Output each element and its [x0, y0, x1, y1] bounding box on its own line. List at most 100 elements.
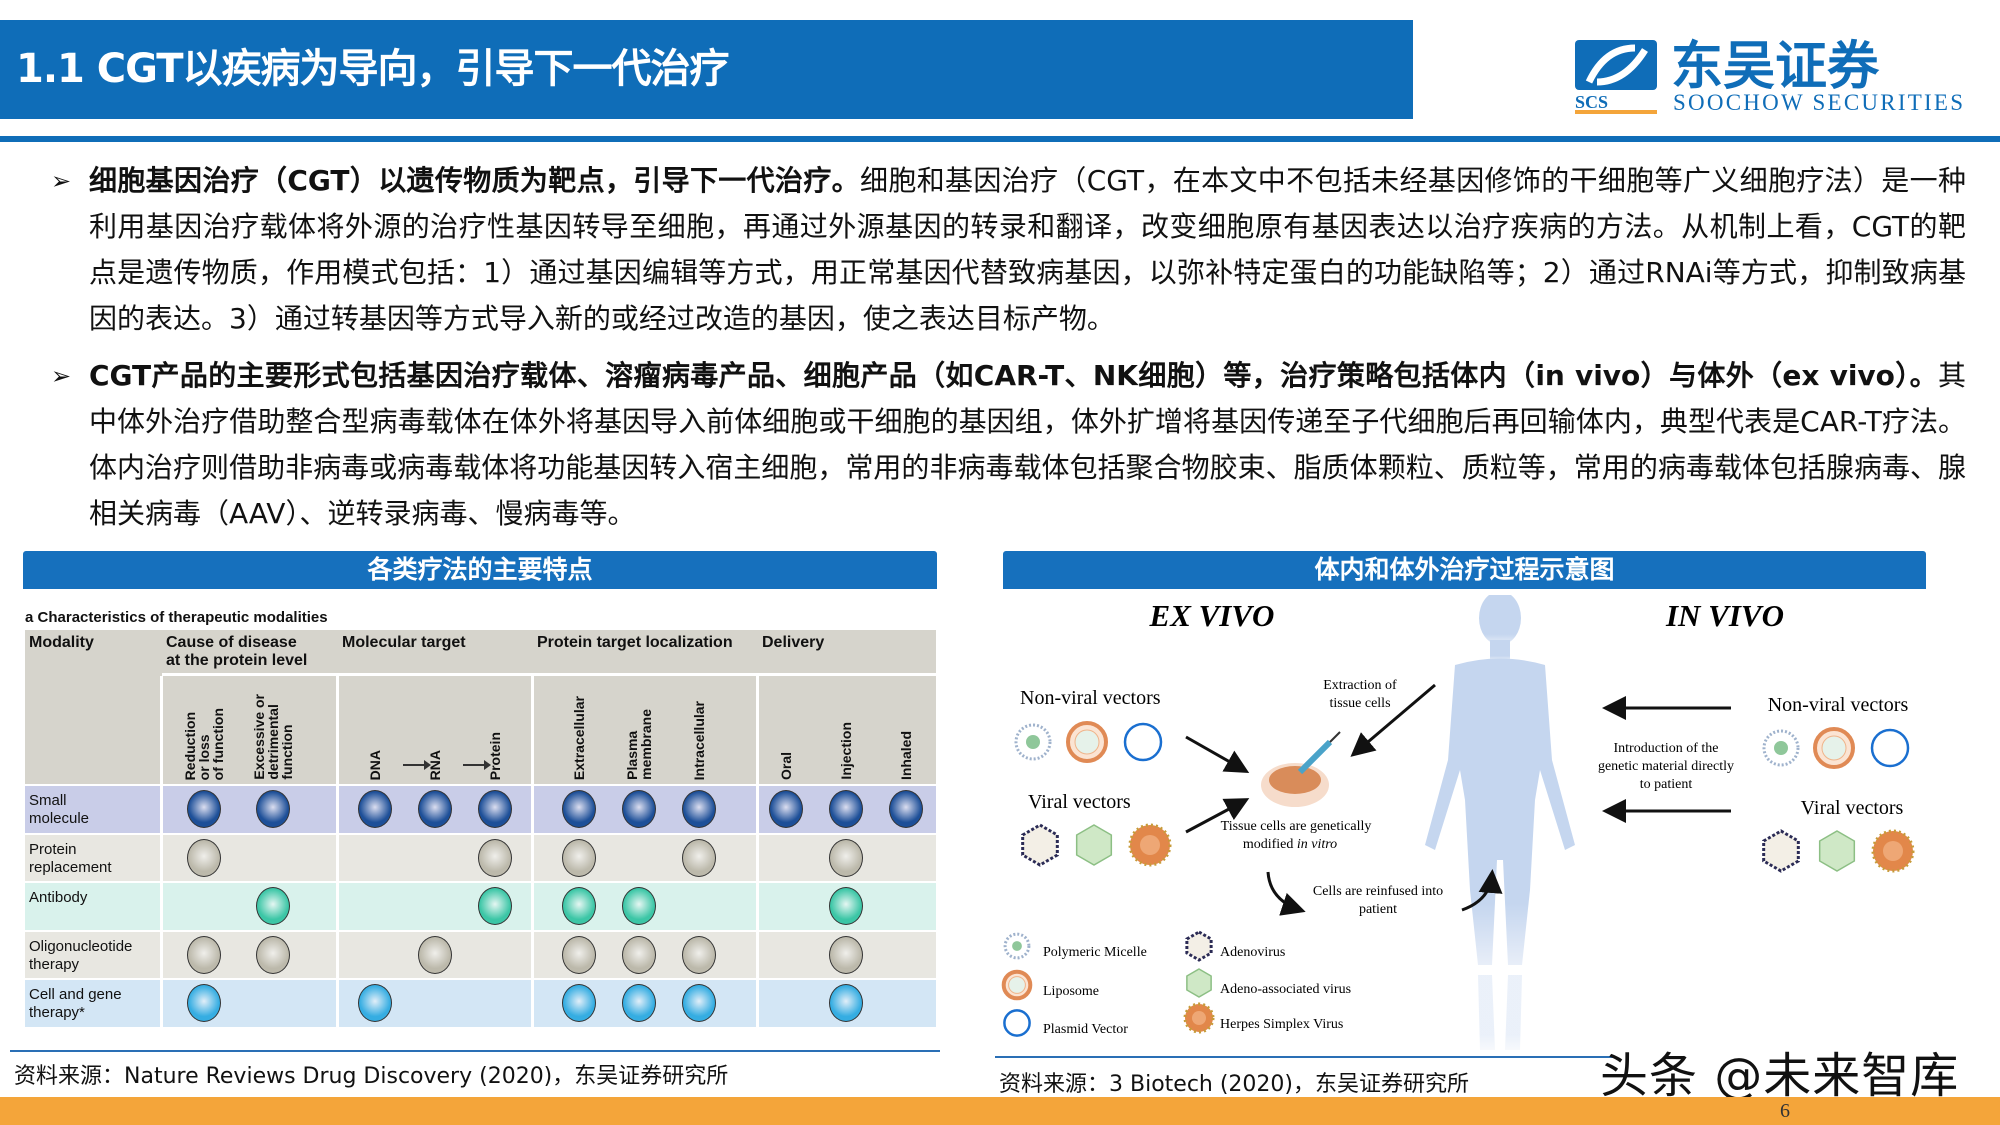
characteristic-dot [562, 838, 596, 877]
header-rule [0, 136, 2000, 142]
svg-text:Herpes Simplex Virus: Herpes Simplex Virus [1220, 1017, 1343, 1032]
column-separator [336, 676, 339, 784]
subcolumn-header: Extracellular [571, 695, 587, 780]
paragraph-2: ➢ CGT产品的主要形式包括基因治疗载体、溶瘤病毒产品、细胞产品（如CAR-T、N… [51, 353, 1966, 537]
column-separator [336, 834, 339, 881]
characteristic-dot [829, 838, 863, 877]
characteristic-dot [478, 790, 512, 828]
plasmid-vector-icon [1870, 728, 1910, 768]
petri-dish-icon [1261, 731, 1341, 807]
ex-vivo-in-vivo-diagram: EX VIVO IN VIVO Non-viral vectors Viral … [1001, 595, 1915, 1050]
characteristic-dot [682, 984, 716, 1022]
characteristic-dot [562, 984, 596, 1022]
table-row: Antibody [25, 881, 936, 930]
characteristic-dot [562, 790, 596, 828]
paragraph-1: ➢细胞基因治疗（CGT）以遗传物质为靶点，引导下一代治疗。细胞和基因治疗（CGT… [51, 158, 1966, 342]
subcolumn-header: Plasma membrane [624, 709, 654, 780]
logo-cn: 东吴证券 [1671, 38, 1880, 96]
column-separator [336, 786, 339, 833]
subcolumn-header: Reduction or loss of function [182, 707, 226, 780]
column-separator [160, 676, 163, 784]
svg-text:Plasmid Vector: Plasmid Vector [1043, 1022, 1128, 1037]
characteristic-dot [187, 984, 221, 1022]
characteristic-dot [829, 984, 863, 1022]
characteristic-dot [622, 935, 656, 974]
herpes-simplex-virus-icon [1128, 823, 1172, 867]
paragraph-lead: 细胞基因治疗（CGT）以遗传物质为靶点，引导下一代治疗。 [89, 164, 861, 197]
modality-label: Small molecule [29, 792, 90, 827]
plasmid-vector-icon [1123, 722, 1163, 762]
right-panel-title: 体内和体外治疗过程示意图 [1003, 551, 1926, 589]
column-separator [336, 883, 339, 930]
subcolumn-header: Excessive or detrimental function [251, 694, 295, 780]
adenovirus-icon [1021, 823, 1059, 867]
column-separator [756, 834, 759, 881]
column-separator [756, 931, 759, 978]
characteristic-dot [478, 838, 512, 877]
subcolumn-header: Injection [838, 722, 854, 780]
characteristic-dot [358, 984, 392, 1022]
characteristic-dot [682, 790, 716, 828]
column-separator [160, 786, 163, 833]
table-group-header: Modality Cause of disease at the protein … [25, 630, 936, 673]
liposome-icon [1813, 727, 1855, 769]
characteristic-dot [256, 935, 290, 974]
in-non-viral-label: Non-viral vectors [1768, 694, 1909, 716]
column-separator [531, 980, 534, 1027]
subcolumn-header: Oral [778, 751, 794, 780]
divider [10, 1050, 940, 1052]
table-row: Protein replacement [25, 832, 936, 881]
characteristic-dot [187, 838, 221, 877]
characteristic-dot [682, 838, 716, 877]
column-separator [756, 676, 759, 784]
in-viral-label: Viral vectors [1801, 797, 1904, 819]
caption-letter: a [25, 609, 34, 626]
svg-text:Liposome: Liposome [1043, 984, 1099, 999]
adeno-associated-virus-icon [1818, 830, 1856, 872]
paragraph-lead: CGT产品的主要形式包括基因治疗载体、溶瘤病毒产品、细胞产品（如CAR-T、NK… [89, 359, 1938, 392]
characteristic-dot [829, 935, 863, 974]
subcolumn-header: Protein [487, 731, 503, 780]
column-separator [336, 980, 339, 1027]
column-separator [531, 931, 534, 978]
in-vivo-label: IN VIVO [1665, 598, 1784, 633]
group-header: Molecular target [342, 634, 466, 651]
adeno-associated-virus-icon [1186, 968, 1212, 998]
ex-non-viral-label: Non-viral vectors [1020, 687, 1161, 709]
column-separator [160, 834, 163, 881]
column-separator [756, 786, 759, 833]
column-separator [756, 980, 759, 1027]
characteristic-dot [889, 790, 923, 828]
column-separator [160, 931, 163, 978]
characteristic-dot [562, 935, 596, 974]
logo-abbr: SCS [1575, 92, 1608, 112]
left-source: 资料来源：Nature Reviews Drug Discovery (2020… [14, 1064, 729, 1089]
modality-label: Cell and gene therapy* [29, 986, 122, 1021]
characteristic-dot [682, 935, 716, 974]
divider [995, 1056, 1615, 1058]
herpes-simplex-virus-icon [1871, 829, 1915, 873]
subcolumn-header: Intracellular [691, 700, 707, 780]
column-separator [531, 834, 534, 881]
column-separator [160, 883, 163, 930]
characteristic-dot [256, 887, 290, 925]
polymeric-micelle-icon [1762, 729, 1800, 767]
group-header: Cause of disease at the protein level [166, 634, 308, 669]
characteristic-dot [562, 887, 596, 925]
watermark: 头条 @未来智库 [1600, 1048, 1960, 1104]
liposome-icon [1001, 969, 1033, 1001]
characteristic-dot [622, 790, 656, 828]
soochow-securities-logo: SCS 东吴证券 SOOCHOW SECURITIES [1575, 38, 1963, 114]
column-separator [160, 980, 163, 1027]
polymeric-micelle-icon [1003, 932, 1031, 960]
characteristic-dot [358, 790, 392, 828]
svg-text:Adenovirus: Adenovirus [1220, 945, 1285, 960]
svg-text:Polymeric Micelle: Polymeric Micelle [1043, 945, 1147, 960]
adenovirus-icon [1185, 930, 1213, 962]
group-header: Modality [29, 634, 94, 651]
column-separator [531, 883, 534, 930]
bullet-arrow-icon: ➢ [51, 362, 72, 390]
subcolumn-header: Inhaled [898, 730, 914, 780]
